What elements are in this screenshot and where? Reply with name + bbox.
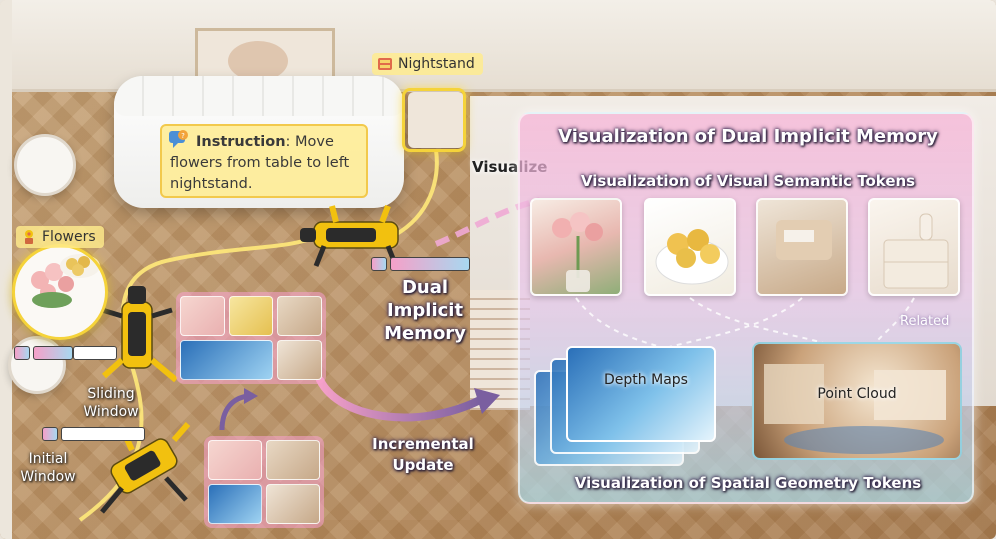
semantic-token-thumb bbox=[277, 296, 322, 336]
instruction-box: ? Instruction: Move flowers from table t… bbox=[160, 124, 368, 198]
sliding-line1: Sliding bbox=[87, 386, 135, 402]
flowers-label: Flowers bbox=[42, 229, 96, 245]
incremental-update-label: Incremental Update bbox=[358, 434, 488, 476]
related-label: Related bbox=[900, 314, 950, 329]
nightstand-image bbox=[883, 213, 949, 289]
point-cloud-render bbox=[764, 364, 946, 454]
memory-segment-empty bbox=[73, 346, 117, 360]
semantic-tokens-title: Visualization of Visual Semantic Tokens bbox=[580, 172, 916, 190]
dual-implicit-memory-panel: Visualization of Dual Implicit Memory Vi… bbox=[518, 112, 974, 504]
memory-segment bbox=[371, 257, 387, 271]
pointcloud-token-thumb bbox=[266, 484, 320, 524]
nightstand-highlight bbox=[402, 88, 466, 152]
memory-segment-empty bbox=[61, 427, 145, 441]
dual-label-line3: Memory bbox=[384, 323, 466, 344]
memory-segment bbox=[42, 427, 58, 441]
flowers-tag: Flowers bbox=[16, 226, 104, 248]
instruction-text: : Move flowers from table to left nights… bbox=[170, 134, 350, 192]
memory-segment bbox=[390, 257, 470, 271]
flower-vase-image bbox=[552, 212, 603, 292]
dual-implicit-memory-label: Dual Implicit Memory bbox=[370, 276, 480, 345]
memory-segment bbox=[14, 346, 30, 360]
semantic-token-thumb bbox=[208, 440, 262, 480]
sofa-cushions bbox=[114, 76, 404, 116]
initial-window-label: Initial Window bbox=[6, 450, 90, 486]
incremental-line2: Update bbox=[392, 456, 454, 474]
semantic-token-thumb bbox=[180, 296, 225, 336]
memory-segment bbox=[33, 346, 73, 360]
chair bbox=[14, 134, 76, 196]
depth-token-thumb bbox=[208, 484, 262, 524]
potted-flower-icon bbox=[25, 230, 33, 244]
speech-bubble-question-icon: ? bbox=[169, 130, 188, 148]
nightstand-top-image bbox=[776, 220, 832, 260]
token-cluster-sliding bbox=[176, 292, 326, 384]
robot-dog bbox=[300, 204, 399, 267]
memory-bar-sliding bbox=[14, 346, 117, 360]
sliding-window-label: Sliding Window bbox=[66, 385, 156, 421]
chair bbox=[8, 336, 66, 394]
semantic-token-thumb bbox=[228, 296, 274, 336]
robot-dog bbox=[101, 286, 178, 383]
memory-bar-current bbox=[371, 257, 470, 271]
nightstand-icon bbox=[378, 58, 392, 70]
token-cluster-initial bbox=[204, 436, 324, 528]
initial-line1: Initial bbox=[28, 451, 68, 467]
semantic-token-fruit-bowl bbox=[644, 198, 736, 296]
semantic-token-flowers bbox=[530, 198, 622, 296]
room-wall-left bbox=[0, 0, 12, 539]
panel-title: Visualization of Dual Implicit Memory bbox=[558, 126, 938, 147]
svg-text:?: ? bbox=[181, 132, 185, 140]
semantic-token-nightstand-top bbox=[756, 198, 848, 296]
depth-maps-label: Depth Maps bbox=[604, 372, 688, 388]
depth-map-layer bbox=[566, 346, 716, 442]
semantic-token-nightstand bbox=[868, 198, 960, 296]
nightstand-label: Nightstand bbox=[398, 56, 475, 72]
initial-line2: Window bbox=[20, 469, 76, 485]
semantic-token-thumb bbox=[266, 440, 320, 480]
fruit-bowl-image bbox=[655, 229, 729, 285]
nightstand-tag: Nightstand bbox=[372, 53, 483, 75]
incremental-line1: Incremental bbox=[372, 435, 474, 453]
depth-token-thumb bbox=[180, 340, 274, 380]
point-cloud-image bbox=[752, 342, 962, 460]
point-cloud-label: Point Cloud bbox=[817, 386, 897, 402]
sliding-line2: Window bbox=[83, 404, 139, 420]
geometry-tokens-title: Visualization of Spatial Geometry Tokens bbox=[574, 474, 922, 492]
instruction-lead: Instruction bbox=[196, 134, 286, 150]
dual-label-line1: Dual bbox=[401, 277, 449, 298]
left-nightstand bbox=[408, 92, 464, 148]
pointcloud-token-thumb bbox=[277, 340, 322, 380]
memory-bar-initial bbox=[42, 427, 145, 441]
dual-label-line2: Implicit bbox=[386, 300, 464, 321]
